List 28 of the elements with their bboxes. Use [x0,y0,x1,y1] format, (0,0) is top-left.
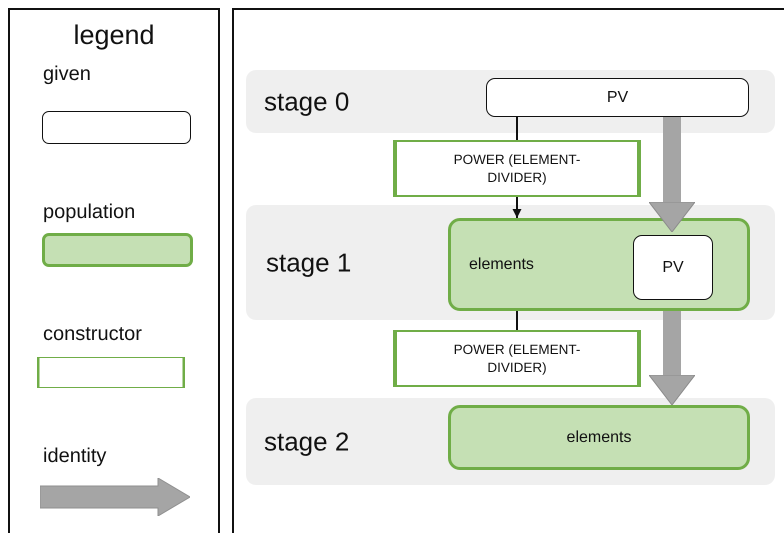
stage-band [246,205,775,320]
legend-text: constructor [43,323,142,346]
node-label: PV [662,258,684,276]
legend-text: identity [43,445,106,468]
given-box [633,235,713,300]
node-label: elements [566,428,632,446]
population-box [448,405,750,470]
given-box [486,78,749,117]
legend-text: given [43,63,91,86]
stage-band [246,70,775,133]
legend-text: population [43,201,136,224]
population-box [448,218,750,311]
node-label: POWER (ELEMENT-DIVIDER) [452,150,582,187]
node-label: POWER (ELEMENT-DIVIDER) [452,340,582,377]
stage-label: stage 1 [266,247,352,278]
identity-arrow [648,117,696,232]
node-label: PV [606,88,628,106]
stage-label: stage 2 [264,426,350,457]
stage-band [246,398,775,485]
connector-line [516,311,518,330]
constructor-box [393,140,641,197]
node-label: elements [469,256,534,274]
arrow [512,197,522,218]
constructor-box [393,330,641,387]
stage-label: stage 0 [264,86,350,117]
identity-arrow [648,311,696,406]
legend-title: legend [72,20,156,51]
connector-line [516,117,518,140]
